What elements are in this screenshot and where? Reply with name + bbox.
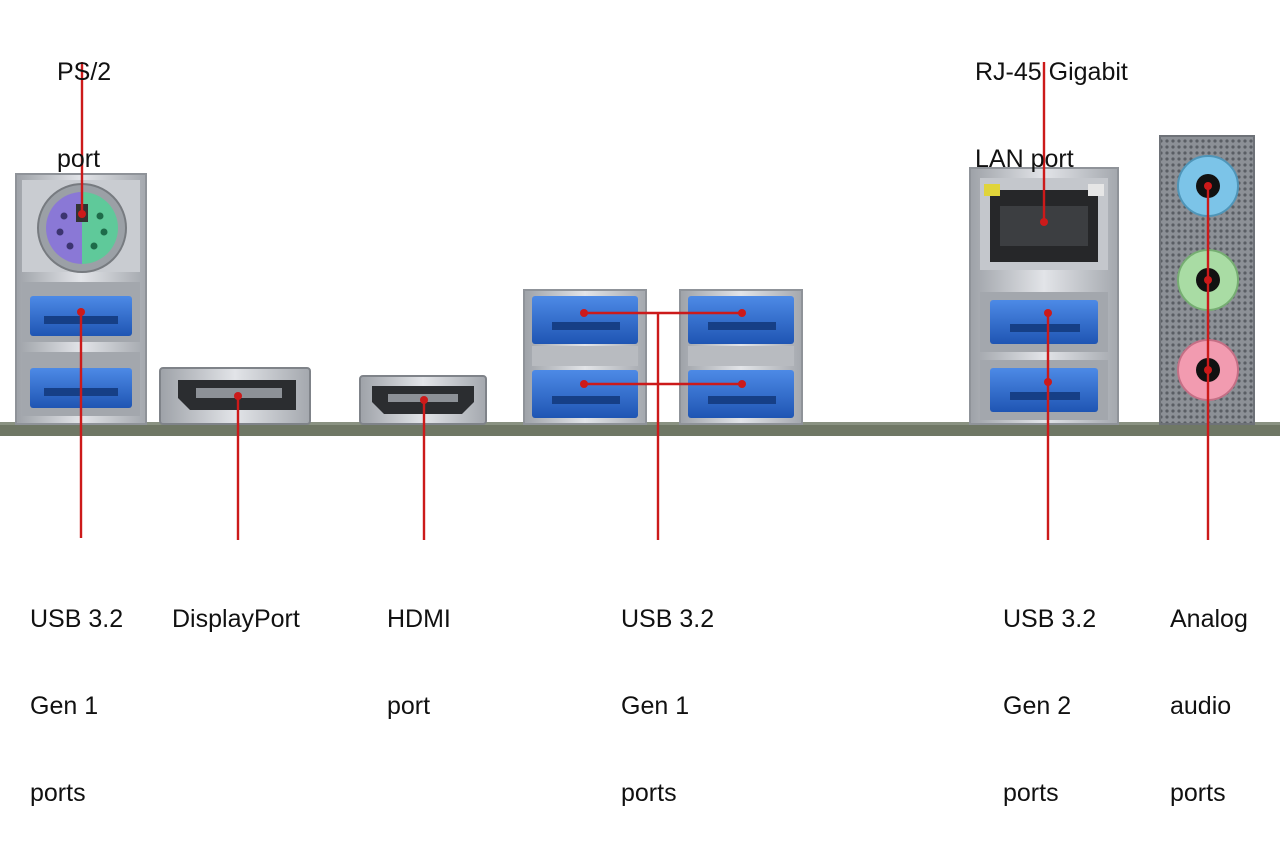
label-usb-gen1-middle: USB 3.2 Gen 1 ports (621, 605, 715, 807)
io-panel-diagram: PS/2 port RJ-45 Gigabit LAN port USB 3.2… (0, 58, 1280, 807)
label-usb-gen1-left: USB 3.2 Gen 1 ports (30, 605, 124, 807)
label-ps2-port: PS/2 port (57, 58, 112, 173)
leader-dots (77, 182, 1212, 404)
pcb-board (0, 424, 1280, 436)
leader-lines (79, 62, 1210, 540)
label-rj45-lan-port: RJ-45 Gigabit LAN port (975, 58, 1128, 173)
io-panel-illustration (0, 62, 1280, 540)
label-usb-gen2: USB 3.2 Gen 2 ports (1003, 605, 1097, 807)
label-analog-audio: Analog audio ports (1170, 605, 1248, 807)
label-displayport: DisplayPort (172, 605, 300, 633)
label-hdmi-port: HDMI port (387, 605, 451, 720)
rj45-usb-stack (969, 167, 1119, 425)
